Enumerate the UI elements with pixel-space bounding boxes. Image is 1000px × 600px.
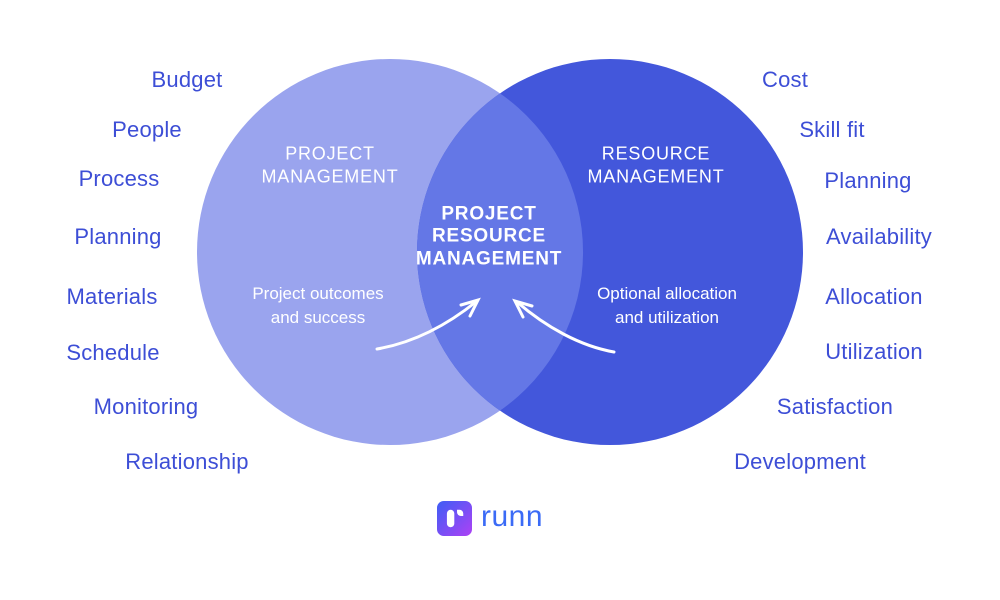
term-relationship: Relationship [125,449,249,474]
overlap-title: PROJECT RESOURCE MANAGEMENT [416,203,562,270]
left-circle-caption-line2: and success [270,308,366,327]
term-materials: Materials [66,284,158,309]
right-circle-title-line2: MANAGEMENT [587,166,725,186]
term-planning-left: Planning [74,224,162,249]
term-skill-fit: Skill fit [799,117,865,142]
overlap-title-line3: MANAGEMENT [415,248,563,270]
term-schedule: Schedule [66,340,160,365]
left-curved-arrow-icon [375,297,481,351]
left-circle-title-line2: MANAGEMENT [261,166,399,186]
left-circle-caption-line1: Project outcomes [252,284,384,304]
term-budget: Budget [151,67,223,92]
term-availability: Availability [826,224,932,249]
term-planning-right: Planning [824,168,912,193]
runn-logo-icon [437,501,472,536]
right-circle-title: RESOURCE MANAGEMENT [587,143,724,188]
runn-wordmark: runn [481,499,544,533]
right-circle-caption-line2: and utilization [615,308,719,327]
right-circle-caption: Optional allocation and utilization [597,282,737,330]
overlap-title-line2: RESOURCE [431,225,547,247]
left-circle-caption: Project outcomes and success [252,282,383,330]
term-utilization: Utilization [825,339,923,364]
term-satisfaction: Satisfaction [776,394,894,419]
term-development: Development [734,449,866,474]
overlap-lens [416,93,584,411]
overlap-title-line1: PROJECT [441,203,537,225]
term-monitoring: Monitoring [93,394,199,419]
right-circle-caption-line1: Optional allocation [597,284,737,304]
left-circle-title: PROJECT MANAGEMENT [261,143,398,188]
right-curved-arrow-icon [512,298,616,354]
left-circle-title-line1: PROJECT [285,143,375,164]
term-process: Process [78,166,160,191]
runn-logo: runn [437,501,543,536]
term-people: People [112,117,182,142]
term-allocation: Allocation [825,284,923,309]
term-cost: Cost [761,67,809,92]
right-circle-title-line1: RESOURCE [601,143,711,164]
